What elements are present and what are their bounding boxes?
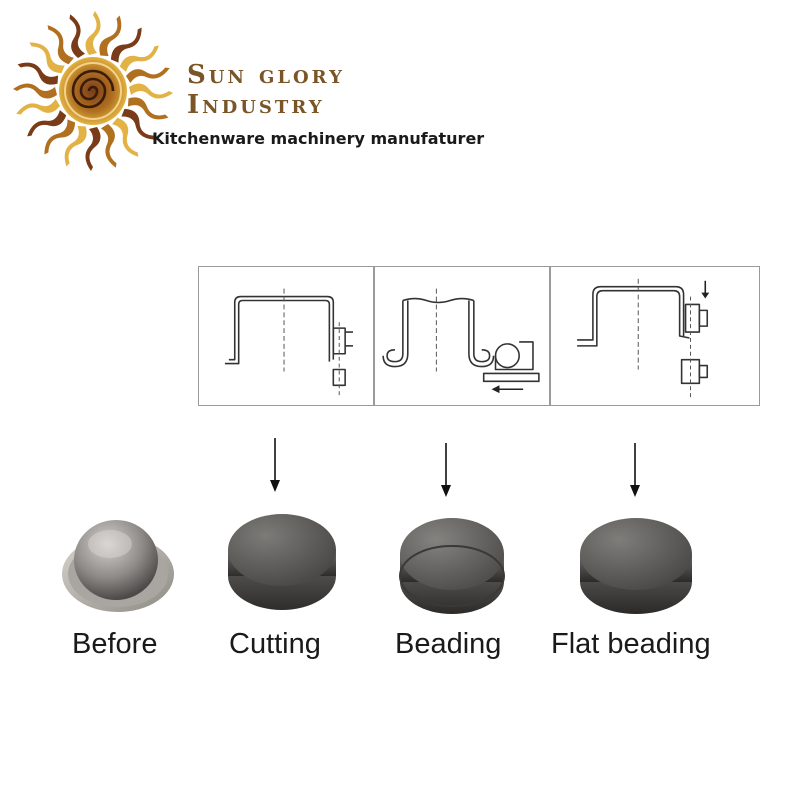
sun-logo-icon: [13, 11, 173, 171]
lid-cutting-image: [228, 514, 336, 610]
caption-cutting: Cutting: [229, 628, 321, 660]
caption-beading: Beading: [395, 628, 502, 660]
caption-before: Before: [72, 628, 158, 660]
caption-flat-beading: Flat beading: [551, 628, 711, 660]
flat-beading-diagram: [550, 266, 760, 406]
brand-name-line2: Industry: [187, 90, 325, 120]
brand-tagline: Kitchenware machinery manufaturer: [152, 129, 485, 148]
lid-beading-image: [399, 518, 505, 614]
cutting-diagram-drawing: [224, 288, 354, 398]
lid-flat-beading-image: [580, 518, 692, 614]
lid-before-image: [62, 520, 174, 612]
flat-beading-diagram-drawing: [577, 278, 710, 398]
cutting-diagram: [198, 266, 374, 406]
beading-diagram-drawing: [382, 288, 540, 394]
brand-name-line1: Sun glory: [187, 60, 345, 90]
down-arrow-icon: [630, 443, 640, 497]
down-arrow-icon: [441, 443, 451, 497]
down-arrow-icon: [270, 438, 280, 492]
beading-diagram: [374, 266, 550, 406]
